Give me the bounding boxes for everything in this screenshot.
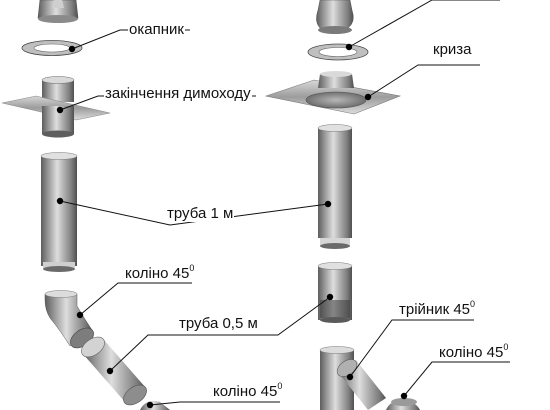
pipe-1m-right [317, 124, 353, 249]
label-okapnyk: окапник [128, 21, 185, 38]
label-kolino-45-3: коліно 450 [438, 342, 510, 361]
kolino-2-text: коліно 45 [213, 383, 278, 400]
triinyk-text: трійник 45 [399, 301, 471, 318]
degree-mark-2: 0 [277, 381, 283, 391]
dot-truba-1m-right [324, 200, 332, 208]
pipe-05m-diagonal [81, 336, 147, 406]
label-zakinchennia-dymokhodu: закінчення димоходу [104, 85, 252, 102]
dot-kolino-1 [76, 311, 84, 319]
label-kolino-45-2: коліно 450 [212, 381, 284, 400]
label-truba-1m: труба 1 м [166, 205, 235, 222]
chimney-ending-part [1, 76, 111, 138]
leader-kolino-1 [79, 282, 192, 316]
label-triinyk-45: трійник 450 [398, 299, 477, 318]
dot-truba-05m-right [326, 293, 334, 301]
dot-kolino-2 [146, 401, 154, 409]
leader-kryza [367, 64, 480, 98]
pipe-05m-right [317, 262, 353, 323]
kolino-3-text: коліно 45 [439, 344, 504, 361]
chimney-cap-left [37, 0, 79, 23]
elbow-45-right [386, 398, 420, 410]
label-kolino-45-1: коліно 450 [124, 263, 196, 282]
leader-kolino-2 [149, 401, 280, 406]
degree-mark-1: 0 [189, 263, 195, 273]
dot-kryza [364, 93, 372, 101]
leader-truba-05m [109, 296, 331, 372]
dot-okapnyk [68, 45, 76, 53]
leader-triinyk [349, 319, 474, 378]
pipe-1m-left [40, 152, 78, 272]
dot-truba-05m-left [106, 367, 114, 375]
dot-triinyk [346, 373, 354, 381]
dot-kolino-3 [400, 392, 408, 400]
kolino-1-text: коліно 45 [125, 265, 190, 282]
dot-truba-1m-left [56, 197, 64, 205]
tee-45-part [319, 346, 386, 410]
leader-top-right [348, 0, 500, 48]
degree-mark-4: 0 [503, 342, 509, 352]
leader-truba-1m [59, 200, 329, 226]
degree-mark-3: 0 [470, 299, 476, 309]
dot-top-right [345, 43, 353, 51]
dot-zakinchennia [56, 106, 64, 114]
elbow-45-bottom [140, 401, 170, 410]
ring-right [307, 43, 369, 61]
label-kryza: криза [432, 41, 473, 58]
label-truba-05m: труба 0,5 м [178, 315, 259, 332]
kryza-flashing [264, 71, 402, 115]
leader-kolino-3 [403, 361, 510, 397]
leader-dots [56, 43, 408, 409]
chimney-cap-right [316, 0, 354, 34]
